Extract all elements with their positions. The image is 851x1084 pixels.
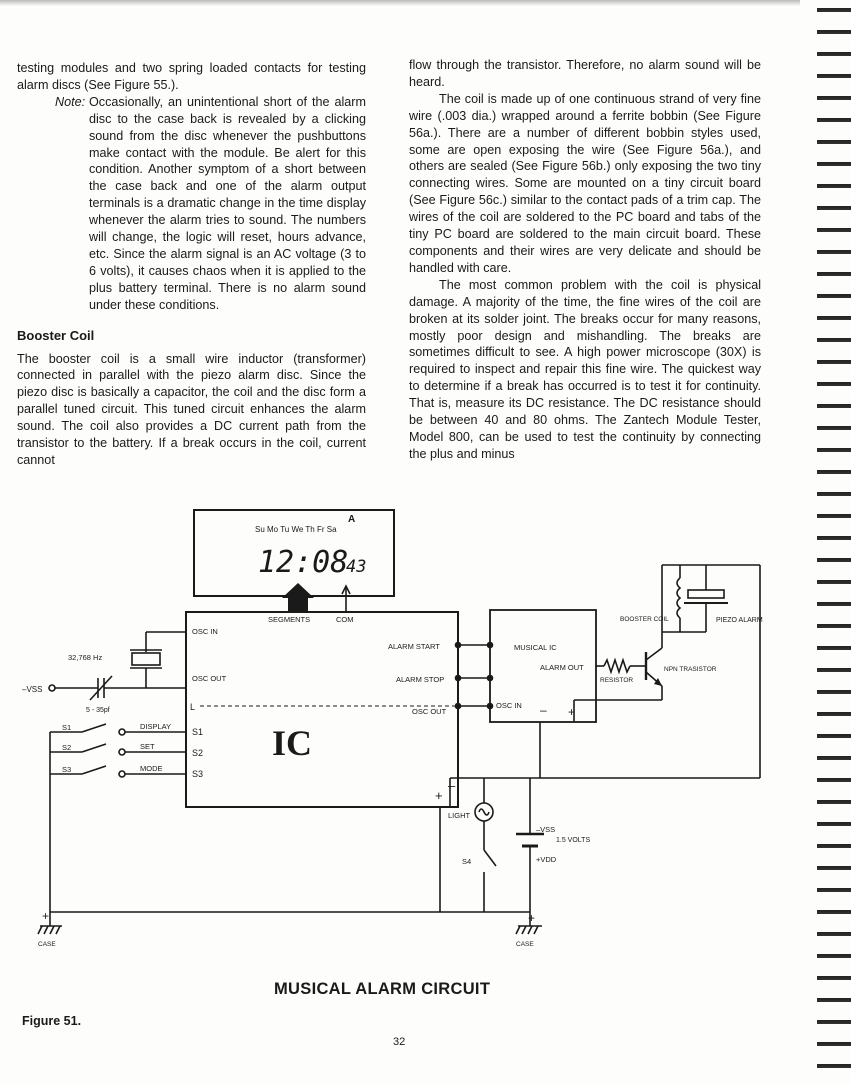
lcd-days: Su Mo Tu We Th Fr Sa	[255, 525, 337, 534]
switch-s2	[50, 743, 186, 756]
s3-label: S3	[62, 765, 71, 774]
svg-text:S2: S2	[192, 748, 203, 758]
paragraph-coil: The coil is made up of one continuous st…	[409, 91, 761, 275]
switch-s3	[50, 765, 186, 778]
booster-label: BOOSTER COIL	[620, 616, 669, 623]
svg-text:+: +	[568, 705, 575, 719]
svg-text:–: –	[540, 703, 547, 717]
ic-plus: +	[435, 788, 443, 803]
voltage-label: 1.5 VOLTS	[556, 837, 590, 844]
left-column: testing modules and two spring loaded co…	[17, 60, 366, 469]
figure-label: Figure 51.	[22, 1014, 82, 1028]
vss2-label: –VSS	[536, 825, 555, 834]
lcd-alarm-indicator: A	[348, 514, 355, 525]
paragraph-problem: The most common problem with the coil is…	[409, 277, 761, 461]
resistor-label: RESISTOR	[600, 677, 633, 684]
com-arrow	[341, 584, 351, 595]
s1-label: S1	[62, 723, 71, 732]
case-ground-left-icon	[37, 912, 62, 935]
s4-label: S4	[462, 857, 471, 866]
booster-coil	[676, 577, 682, 619]
display-label: DISPLAY	[140, 722, 171, 731]
npn-label: NPN TRASISTOR	[664, 666, 717, 673]
piezo-alarm	[687, 589, 725, 599]
s2-label: S2	[62, 743, 71, 752]
piezo-label: PIEZO ALARM	[716, 617, 763, 624]
musical-ic-label: MUSICAL IC	[514, 643, 557, 652]
vss-label: –VSS	[22, 685, 42, 694]
svg-text:S1: S1	[192, 727, 203, 737]
light-label: LIGHT	[448, 811, 471, 820]
set-label: SET	[140, 742, 155, 751]
page-top-edge	[0, 0, 800, 6]
segments-label: SEGMENTS	[268, 615, 310, 624]
lcd-seconds: 43	[346, 557, 366, 577]
case-label-right: CASE	[516, 941, 534, 948]
case-ground-right-icon	[515, 912, 542, 935]
lcd-time: 12:08	[258, 545, 348, 580]
crystal-label: 32,768 Hz	[68, 653, 102, 662]
osc-out-label: OSC OUT	[192, 674, 227, 683]
com-label: COM	[336, 615, 354, 624]
segments-arrow	[282, 583, 314, 612]
page-number: 32	[393, 1036, 406, 1048]
booster-coil-text: The booster coil is a small wire inducto…	[17, 351, 366, 467]
svg-text:+: +	[528, 911, 535, 925]
alarm-out-label: ALARM OUT	[540, 663, 584, 672]
switch-s4	[483, 849, 497, 867]
ic-minus: –	[448, 778, 456, 793]
note-block: Note: Occasionally, an unintentional sho…	[17, 94, 366, 314]
osc-out2-label: OSC OUT	[412, 707, 447, 716]
mode-label: MODE	[140, 764, 163, 773]
alarm-stop-label: ALARM STOP	[396, 675, 444, 684]
switch-s1	[50, 723, 186, 736]
osc-in-label: OSC IN	[192, 627, 218, 636]
case-label-left: CASE	[38, 941, 56, 948]
circuit-title: MUSICAL ALARM CIRCUIT	[274, 980, 491, 998]
trimcap-label: 5 - 35pf	[86, 707, 110, 714]
note-label: Note:	[55, 94, 86, 109]
osc-in2-label: OSC IN	[496, 701, 522, 710]
svg-text:S3: S3	[192, 769, 203, 779]
crystal	[131, 652, 161, 666]
intro-text: testing modules and two spring loaded co…	[17, 61, 366, 92]
spiral-binding	[817, 0, 851, 1084]
resistor	[603, 657, 631, 675]
paragraph-continued: flow through the transistor. Therefore, …	[409, 58, 761, 89]
svg-text:+: +	[42, 909, 49, 923]
note-text: Occasionally, an unintentional short of …	[89, 94, 366, 312]
vdd-label: +VDD	[536, 855, 557, 864]
l-label: L	[190, 702, 195, 712]
right-column: flow through the transistor. Therefore, …	[409, 57, 761, 463]
section-heading: Booster Coil	[17, 327, 95, 343]
alarm-start-label: ALARM START	[388, 642, 440, 651]
ic-box	[185, 611, 459, 808]
ic-label: IC	[272, 723, 312, 763]
